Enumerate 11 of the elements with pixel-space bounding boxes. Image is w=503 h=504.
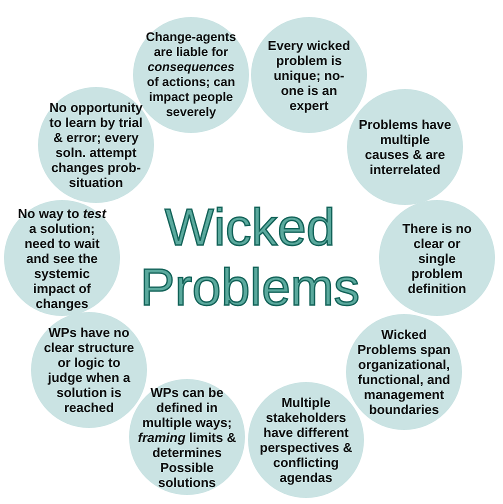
circle-text: Change-agents are liable for consequences of actions; can impact people severely bbox=[144, 30, 238, 120]
circle-text: Multiple stakeholders have different perspectives & conflicting agendas bbox=[258, 395, 354, 485]
circle-text: WPs can be defined in multiple ways; framing limits & determines Possible solutions bbox=[137, 384, 237, 490]
title: Wicked Problems bbox=[140, 198, 360, 318]
circle-text: Wicked Problems span organizational, functional, and management boundaries bbox=[356, 327, 452, 417]
circle-text: No way to test a solution; need to wait and see the systemic impact of changes bbox=[16, 206, 108, 310]
circle-text: There is no clear or single problem definition bbox=[401, 220, 473, 296]
circle-text: Problems have multiple causes & are interrelated bbox=[358, 117, 452, 177]
circle-text: Every wicked problem is unique; no-one is an expert bbox=[266, 38, 352, 112]
circle-text: No opportunity to learn by trial & error; every soln. attempt changes prob-situation bbox=[48, 100, 144, 190]
circle-text: WPs have no clear structure or logic to judge when a solution is reached bbox=[42, 325, 136, 415]
